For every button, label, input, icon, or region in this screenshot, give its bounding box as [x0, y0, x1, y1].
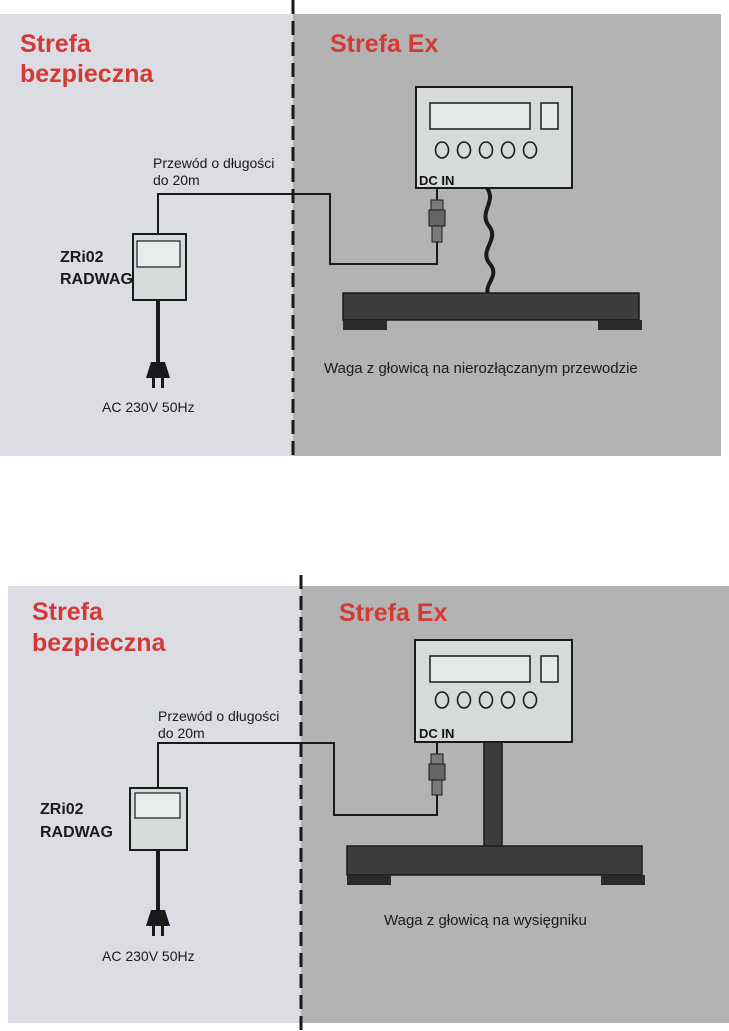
power-input-label: AC 230V 50Hz	[102, 399, 195, 415]
cable-length-label: Przewód o długości	[153, 155, 274, 171]
power-supply-zri02	[129, 787, 188, 851]
scale-caption: Waga z głowicą na nierozłączanym przewod…	[324, 360, 638, 377]
indicator-status-window	[540, 102, 559, 130]
ex-zone-title: Strefa Ex	[330, 30, 438, 58]
indicator-status-window	[540, 655, 559, 683]
supply-cable	[157, 193, 438, 265]
safe-zone-title: Strefa	[20, 30, 92, 58]
safe-zone-title-line2: bezpieczna	[20, 60, 154, 88]
cable-length-label: Przewód o długości	[158, 708, 279, 724]
safe-zone-title-line2: bezpieczna	[32, 629, 166, 657]
coiled-cable-icon	[483, 186, 496, 295]
weighing-platform	[342, 292, 642, 330]
scale-caption: Waga z głowicą na wysięgniku	[384, 912, 587, 929]
power-supply-label-line2: RADWAG	[60, 271, 133, 288]
dc-connector-icon	[428, 742, 446, 796]
indicator-display	[429, 102, 531, 130]
power-supply-label: ZRi02	[40, 801, 84, 818]
weighing-indicator: DC IN	[415, 86, 573, 189]
power-input-label: AC 230V 50Hz	[102, 948, 195, 964]
indicator-display	[429, 655, 531, 683]
platform-foot-right	[598, 320, 642, 330]
panel-non-detachable-cable: Strefa bezpieczna Strefa Ex Przewód o dł…	[0, 0, 721, 460]
platform-foot-left	[343, 320, 387, 330]
power-supply-window	[134, 792, 181, 819]
indicator-keypad	[434, 141, 538, 159]
cable-length-label-line2: do 20m	[153, 172, 200, 188]
dc-in-label: DC IN	[419, 173, 454, 188]
power-supply-label: ZRi02	[60, 249, 104, 266]
power-supply-label-line2: RADWAG	[40, 824, 113, 841]
plug-icon	[146, 362, 170, 388]
indicator-keypad	[434, 691, 538, 709]
safe-zone-title: Strefa	[32, 598, 104, 626]
platform-foot-left	[347, 875, 391, 885]
cable-length-label-line2: do 20m	[158, 725, 205, 741]
panel-column-stand: Strefa bezpieczna Strefa Ex Przewód o dł…	[8, 575, 729, 1031]
dc-in-label: DC IN	[419, 726, 454, 741]
dc-connector-icon	[428, 188, 446, 243]
weighing-platform	[346, 845, 645, 885]
column-stand-icon	[483, 741, 503, 850]
weighing-indicator: DC IN	[414, 639, 573, 743]
power-supply-zri02	[132, 233, 187, 301]
ex-zone-background	[293, 14, 721, 456]
power-supply-window	[136, 240, 181, 268]
ex-zone-title: Strefa Ex	[339, 599, 447, 627]
plug-icon	[146, 910, 170, 936]
supply-cable	[157, 742, 438, 816]
platform-foot-right	[601, 875, 645, 885]
